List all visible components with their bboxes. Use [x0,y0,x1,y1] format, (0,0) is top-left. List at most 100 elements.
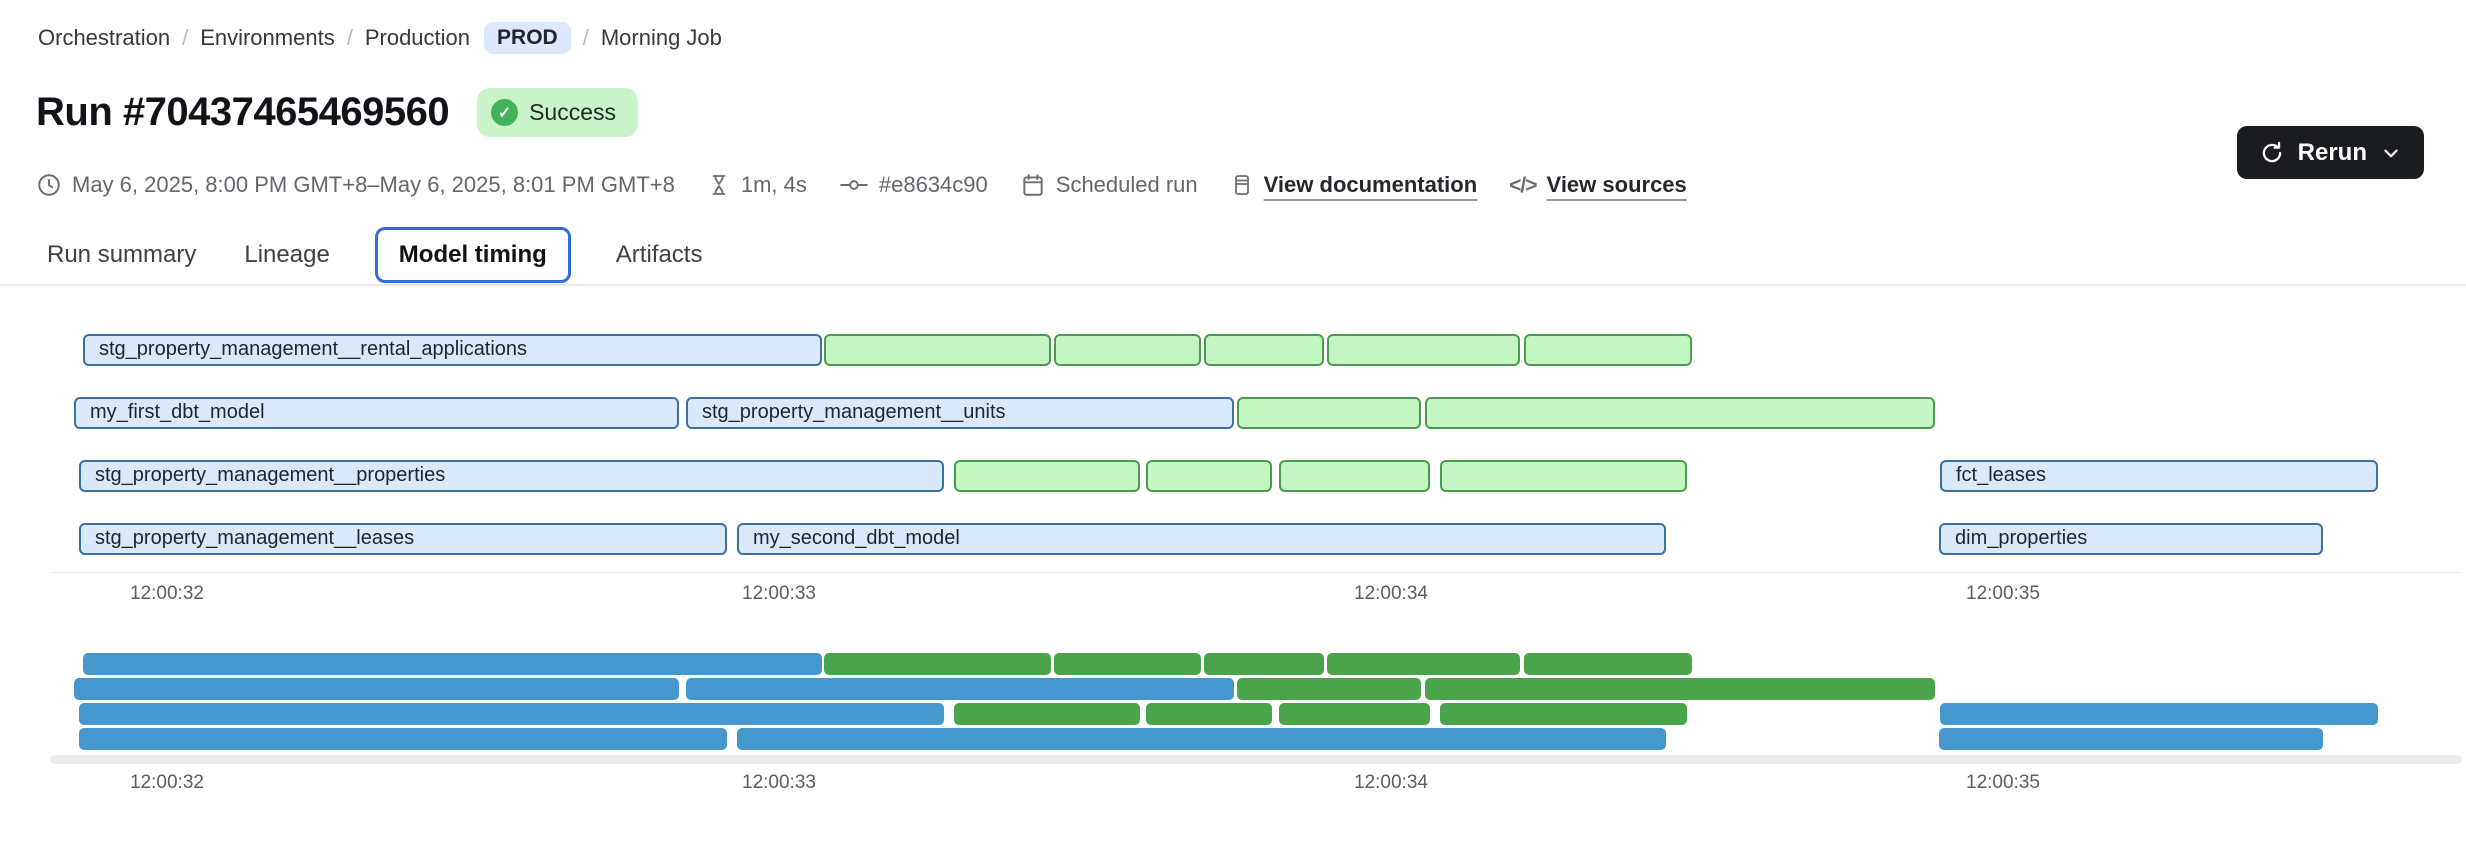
run-meta-row: May 6, 2025, 8:00 PM GMT+8–May 6, 2025, … [36,164,1687,206]
minimap-bar-stg_property_management__units[interactable] [686,678,1234,700]
minimap-bar-unlabeled[interactable] [1204,653,1324,675]
minimap-bar-fct_leases[interactable] [1940,703,2378,725]
meta-1m-4s: 1m, 4s [707,172,807,198]
meta-label: May 6, 2025, 8:00 PM GMT+8–May 6, 2025, … [72,172,675,197]
breadcrumb-separator: / [182,25,189,50]
gantt-bar-unlabeled[interactable] [1524,334,1692,366]
meta-label: View sources [1546,172,1687,197]
gantt-bar-unlabeled[interactable] [954,460,1140,492]
meta-view-sources[interactable]: </> View sources [1509,172,1687,198]
document-icon [1230,172,1254,198]
gantt-bar-label: dim_properties [1955,527,2088,549]
gantt-bar-stg_property_management__properties[interactable]: stg_property_management__properties [79,460,944,492]
meta-scheduled-run: Scheduled run [1020,172,1198,198]
minimap-bar-unlabeled[interactable] [1237,678,1421,700]
tab-model-timing[interactable]: Model timing [374,227,571,283]
minimap-tick-12:00:33: 12:00:33 [742,772,816,793]
check-circle-icon: ✓ [491,99,519,126]
commit-icon [839,172,869,198]
minimap-bar-stg_property_management__properties[interactable] [79,703,944,725]
gantt-bar-label: my_second_dbt_model [753,527,960,549]
minimap-tick-12:00:34: 12:00:34 [1354,772,1428,793]
gantt-bar-label: stg_property_management__leases [95,527,415,549]
gantt-tick-12:00:34: 12:00:34 [1354,583,1428,604]
hourglass-icon [707,172,731,198]
minimap-bar-unlabeled[interactable] [824,653,1051,675]
meta--e8634c90: #e8634c90 [839,172,988,198]
minimap-bar-unlabeled[interactable] [1327,653,1520,675]
tab-bar: Run summary Lineage Model timing Artifacts [44,226,705,284]
minimap-bar-unlabeled[interactable] [1146,703,1272,725]
gantt-time-axis: 12:00:32 12:00:33 12:00:34 12:00:35 [0,583,2466,607]
clock-icon [36,172,62,198]
minimap-time-axis: 12:00:32 12:00:33 12:00:34 12:00:35 [0,772,2466,796]
status-label: Success [529,99,616,125]
minimap-tick-12:00:35: 12:00:35 [1966,772,2040,793]
gantt-bar-stg_property_management__units[interactable]: stg_property_management__units [686,397,1234,429]
minimap-bar-unlabeled[interactable] [1279,703,1430,725]
gantt-bar-unlabeled[interactable] [1054,334,1201,366]
minimap-bar-unlabeled[interactable] [1425,678,1935,700]
rerun-button[interactable]: Rerun [2236,126,2424,179]
tab-artifacts[interactable]: Artifacts [615,241,703,268]
breadcrumb-item-production[interactable]: Production [364,25,471,50]
gantt-bar-unlabeled[interactable] [824,334,1051,366]
gantt-bar-unlabeled[interactable] [1204,334,1324,366]
gantt-tick-12:00:35: 12:00:35 [1966,583,2040,604]
minimap-bar-my_first_dbt_model[interactable] [74,678,679,700]
gantt-bar-unlabeled[interactable] [1425,397,1935,429]
gantt-bar-label: my_first_dbt_model [90,401,265,423]
gantt-bar-my_first_dbt_model[interactable]: my_first_dbt_model [74,397,679,429]
page-title: Run #70437465469560 [36,90,450,134]
gantt-tick-12:00:33: 12:00:33 [742,583,816,604]
tab-lineage[interactable]: Lineage [244,241,330,268]
minimap-scroll-track[interactable] [50,755,2462,764]
minimap-bar-my_second_dbt_model[interactable] [737,728,1666,750]
meta-may-6-2025-8-00-pm-gmt-8-may: May 6, 2025, 8:00 PM GMT+8–May 6, 2025, … [36,172,675,198]
gantt-bar-unlabeled[interactable] [1237,397,1421,429]
minimap-bar-unlabeled[interactable] [1524,653,1692,675]
minimap-bar-unlabeled[interactable] [1440,703,1687,725]
minimap-tick-12:00:32: 12:00:32 [130,772,204,793]
gantt-bar-label: stg_property_management__rental_applicat… [99,338,528,360]
code-icon: </> [1509,174,1537,197]
gantt-bar-dim_properties[interactable]: dim_properties [1939,523,2323,555]
model-timing-gantt: stg_property_management__rental_applicat… [0,334,2466,564]
status-badge: ✓ Success [477,88,638,137]
breadcrumb-item-orchestration[interactable]: Orchestration [38,25,171,50]
gantt-bar-stg_property_management__leases[interactable]: stg_property_management__leases [79,523,727,555]
meta-label: Scheduled run [1055,172,1198,197]
meta-label: 1m, 4s [740,172,807,197]
gantt-bar-stg_property_management__rental_applications[interactable]: stg_property_management__rental_applicat… [83,334,822,366]
tabs-divider [0,284,2466,286]
gantt-bar-unlabeled[interactable] [1146,460,1272,492]
gantt-bar-unlabeled[interactable] [1440,460,1687,492]
gantt-bar-label: stg_property_management__properties [95,464,446,486]
gantt-bar-unlabeled[interactable] [1327,334,1520,366]
tab-run-summary[interactable]: Run summary [47,241,197,268]
minimap-bar-stg_property_management__rental_applications[interactable] [83,653,822,675]
chevron-down-icon[interactable] [2380,142,2402,164]
breadcrumb-item-environments[interactable]: Environments [200,25,335,50]
meta-view-documentation[interactable]: View documentation [1230,172,1477,198]
rerun-label: Rerun [2297,138,2367,166]
breadcrumb-item-morning-job[interactable]: Morning Job [600,25,722,50]
minimap-bar-stg_property_management__leases[interactable] [79,728,727,750]
gantt-bar-label: stg_property_management__units [702,401,1006,423]
minimap-bar-unlabeled[interactable] [954,703,1140,725]
breadcrumb-separator: / [582,25,589,50]
gantt-bar-fct_leases[interactable]: fct_leases [1940,460,2378,492]
breadcrumb-separator: / [346,25,353,50]
refresh-icon [2259,140,2285,166]
minimap-bar-unlabeled[interactable] [1054,653,1201,675]
minimap-bar-dim_properties[interactable] [1939,728,2323,750]
gantt-bar-my_second_dbt_model[interactable]: my_second_dbt_model [737,523,1666,555]
title-row: Run #70437465469560 ✓ Success [36,88,638,137]
meta-label: #e8634c90 [878,172,988,197]
calendar-icon [1020,172,1046,198]
gantt-tick-12:00:32: 12:00:32 [130,583,204,604]
gantt-bar-unlabeled[interactable] [1279,460,1430,492]
gantt-bar-label: fct_leases [1956,464,2047,486]
